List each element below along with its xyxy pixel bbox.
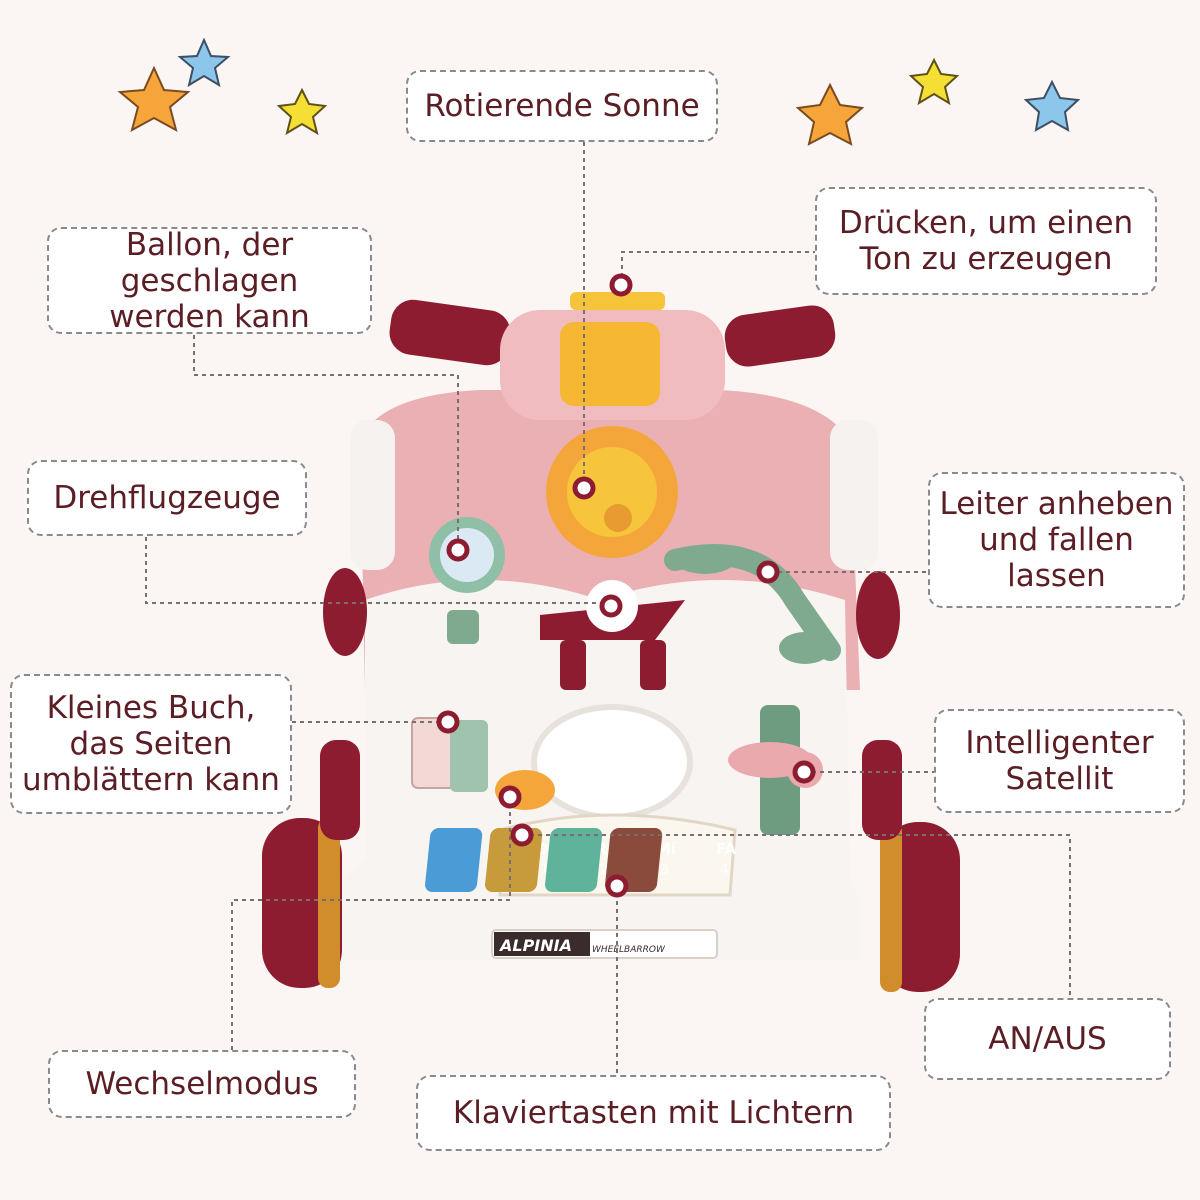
label-text: Kleines Buch, das Seiten umblättern kann xyxy=(22,690,280,798)
label-piano-keys: Klaviertasten mit Lichtern xyxy=(416,1075,891,1151)
left-white-ear xyxy=(350,420,395,570)
left-side-knob xyxy=(323,568,367,656)
label-text: Rotierende Sonne xyxy=(424,88,700,124)
star-icon xyxy=(177,37,231,88)
label-text: Drücken, um einen Ton zu erzeugen xyxy=(838,205,1134,277)
book-icon xyxy=(411,717,488,792)
label-satellite: Intelligenter Satellit xyxy=(934,709,1185,813)
brand-plate-dark xyxy=(494,932,590,956)
label-text: Wechselmodus xyxy=(85,1066,319,1102)
label-balloon: Ballon, der geschlagen werden kann xyxy=(47,226,372,335)
label-text: Ballon, der geschlagen werden kann xyxy=(109,226,310,335)
star-icon xyxy=(908,57,960,106)
right-front-wheel xyxy=(862,740,960,992)
label-rotating-sun: Rotierende Sonne xyxy=(406,70,718,142)
star-icon xyxy=(117,65,191,132)
label-on-off: AN/AUS xyxy=(924,998,1171,1080)
left-front-wheel xyxy=(262,740,360,988)
right-white-ear xyxy=(830,420,878,570)
piano-key-number: 1 xyxy=(540,862,549,878)
ladder-icon xyxy=(664,544,841,664)
marker-dots xyxy=(436,273,816,898)
label-text: Leiter anheben und fallen lassen xyxy=(939,486,1174,594)
label-ladder: Leiter anheben und fallen lassen xyxy=(928,472,1185,608)
right-side-knob xyxy=(856,571,900,659)
star-icon xyxy=(276,87,328,136)
label-switch-mode: Wechselmodus xyxy=(48,1050,356,1118)
star-icon xyxy=(1023,79,1081,132)
label-text: Klaviertasten mit Lichtern xyxy=(452,1095,855,1131)
brand-name: ALPINIA xyxy=(498,936,572,955)
brand-model: WHEELBARROW xyxy=(592,945,666,955)
label-text: AN/AUS xyxy=(988,1021,1107,1057)
right-handle xyxy=(724,305,836,367)
label-planes: Drehflugzeuge xyxy=(27,460,307,536)
label-press-sound: Drücken, um einen Ton zu erzeugen xyxy=(815,187,1157,295)
label-text: Drehflugzeuge xyxy=(53,480,281,516)
stars-decoration xyxy=(117,37,1081,146)
sun-icon xyxy=(546,426,678,558)
piano-key-number: 4 xyxy=(720,862,729,878)
left-handle xyxy=(389,299,511,366)
satellite-icon xyxy=(728,705,823,835)
piano-key-number: 2 xyxy=(600,862,609,878)
piano-key-note: FA xyxy=(716,840,737,858)
star-icon xyxy=(795,82,865,146)
label-book: Kleines Buch, das Seiten umblättern kann xyxy=(10,674,292,814)
yellow-button-top xyxy=(560,322,660,406)
piano-key-number: 3 xyxy=(660,862,669,878)
yellow-button-cap xyxy=(570,292,665,310)
toy-seat xyxy=(531,704,693,820)
label-text: Intelligenter Satellit xyxy=(965,725,1154,797)
